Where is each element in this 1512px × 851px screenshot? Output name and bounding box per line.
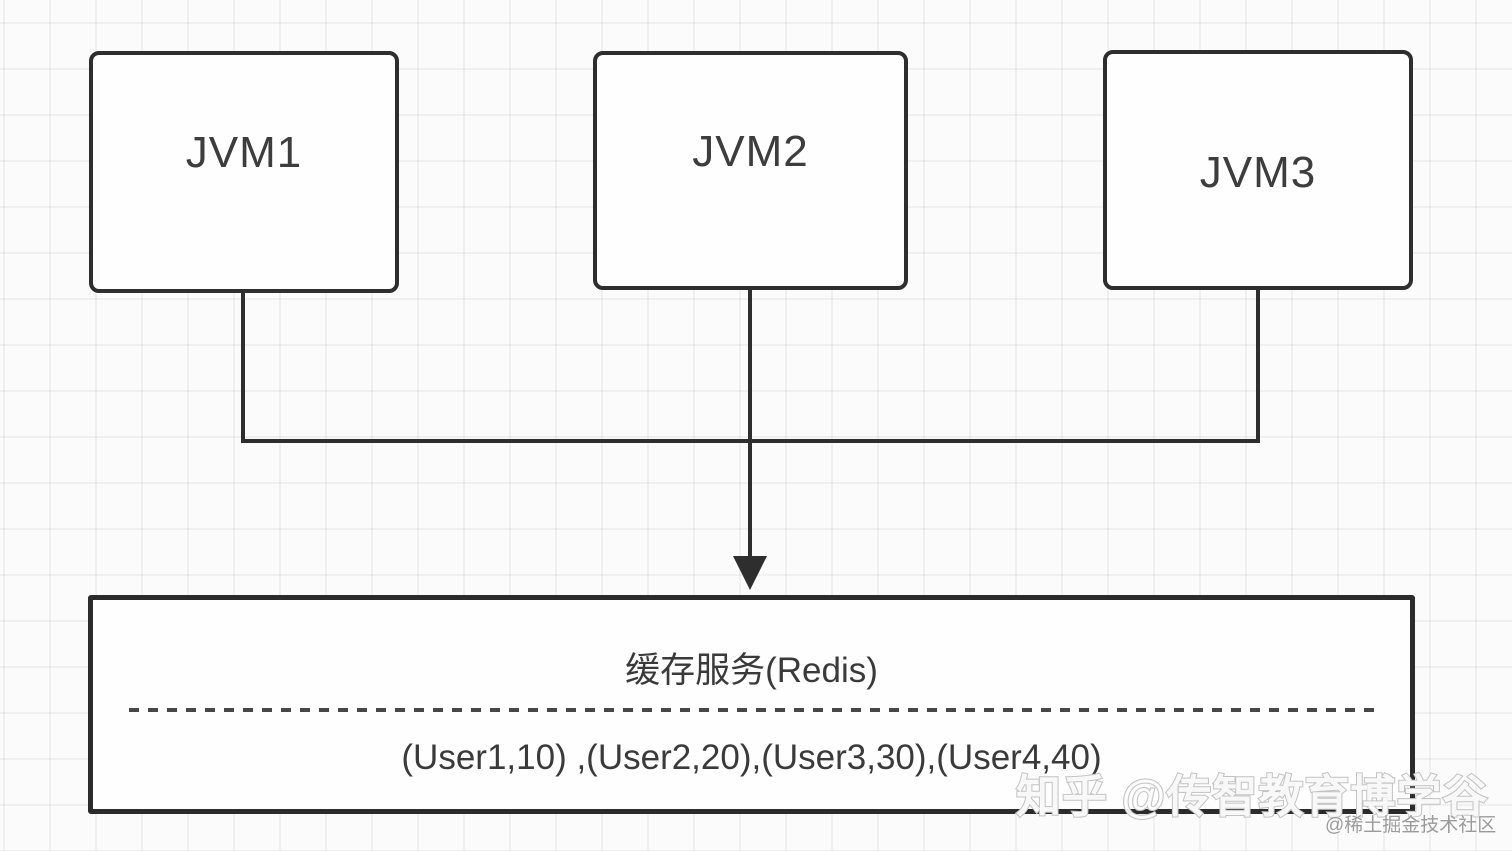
node-jvm3: JVM3 [1103, 50, 1413, 290]
node-jvm1-label: JVM1 [185, 128, 303, 177]
connector-jvm1-line [241, 291, 245, 443]
arrowhead-down-icon [733, 556, 767, 590]
node-cache-redis: 缓存服务(Redis) (User1,10) ,(User2,20),(User… [88, 595, 1415, 814]
cache-redis-entries: (User1,10) ,(User2,20),(User3,30),(User4… [401, 738, 1102, 777]
connector-jvm2-arrow-line [748, 288, 752, 566]
connector-jvm3-line [1256, 288, 1260, 443]
watermark-zhihu: 知乎 @传智教育博学谷 [1015, 770, 1489, 823]
cache-redis-title: 缓存服务(Redis) [625, 651, 878, 690]
dashed-divider [129, 708, 1379, 712]
node-jvm1: JVM1 [89, 51, 399, 293]
watermark-juejin: @稀土掘金技术社区 [1325, 815, 1497, 836]
node-jvm3-label: JVM3 [1199, 148, 1317, 197]
node-jvm2: JVM2 [593, 51, 908, 290]
node-jvm2-label: JVM2 [692, 126, 809, 176]
